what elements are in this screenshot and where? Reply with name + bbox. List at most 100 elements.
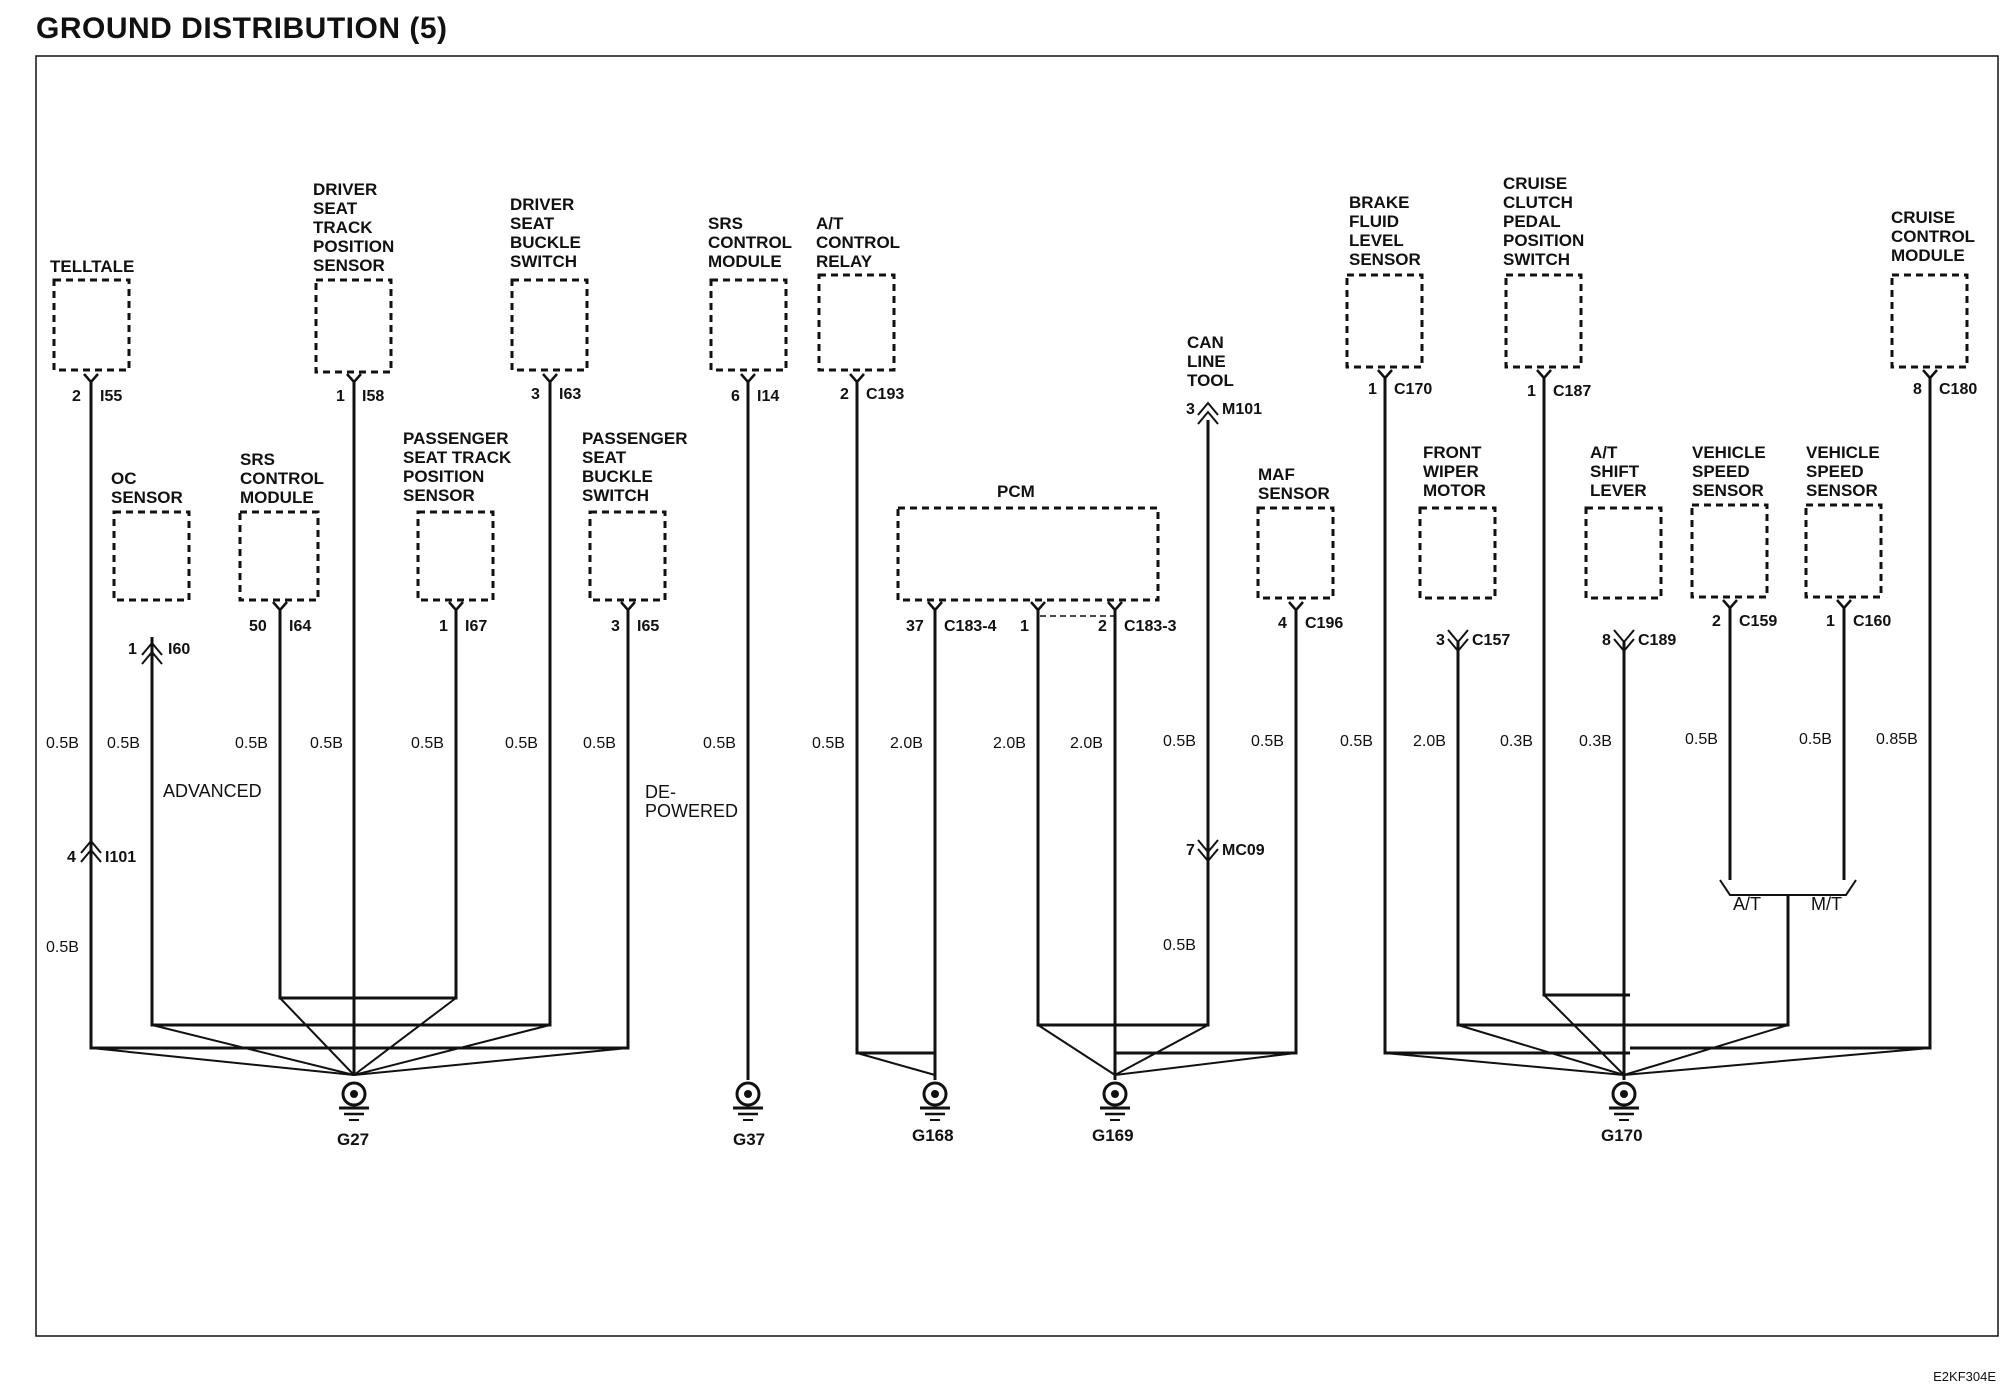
svg-text:C189: C189 [1638, 632, 1676, 649]
depowered-note: DE- POWERED [645, 782, 738, 821]
srs-module-2-label: SRS CONTROL MODULE [240, 450, 328, 507]
wiper-motor-label: FRONT WIPER MOTOR [1423, 443, 1486, 500]
svg-text:0.5B: 0.5B [411, 735, 444, 752]
component-labels: TELLTALE DRIVER SEAT TRACK POSITION SENS… [50, 174, 1979, 507]
svg-text:C193: C193 [866, 386, 904, 403]
svg-text:4: 4 [67, 849, 76, 866]
wire-at-relay [855, 380, 935, 1055]
svg-text:2: 2 [1712, 613, 1721, 630]
oc-sensor-label: OC SENSOR [111, 469, 183, 507]
at-shift-box [1584, 506, 1663, 600]
ground-icon [1607, 1081, 1641, 1122]
ground-icon [337, 1081, 371, 1122]
vss-at-label: VEHICLE SPEED SENSOR [1692, 443, 1770, 500]
svg-text:1: 1 [439, 618, 448, 635]
svg-text:0.5B: 0.5B [310, 735, 343, 752]
ground-label-g37: G37 [733, 1130, 765, 1149]
cruise-module-box [1890, 273, 1969, 369]
svg-text:0.3B: 0.3B [1579, 733, 1612, 750]
brake-fluid-label: BRAKE FLUID LEVEL SENSOR [1349, 193, 1421, 269]
page-title: GROUND DISTRIBUTION (5) [36, 12, 448, 45]
svg-text:0.5B: 0.5B [1799, 731, 1832, 748]
svg-text:I58: I58 [362, 388, 384, 405]
at-relay-label: A/T CONTROL RELAY [816, 214, 904, 271]
at-mt-selector [1719, 879, 1857, 896]
cruise-module-label: CRUISE CONTROL MODULE [1891, 208, 1979, 265]
svg-text:6: 6 [731, 388, 740, 405]
svg-text:0.5B: 0.5B [46, 735, 79, 752]
wire-maf-sensor [1115, 608, 1298, 1055]
svg-text:0.5B: 0.5B [46, 939, 79, 956]
svg-text:0.3B: 0.3B [1500, 733, 1533, 750]
wire-pass-seat-buckle [354, 610, 630, 1050]
svg-text:0.5B: 0.5B [1340, 733, 1373, 750]
svg-text:I63: I63 [559, 386, 581, 403]
driver-seat-track-box [314, 278, 393, 374]
wire-cruise-module [1630, 377, 1932, 1050]
svg-text:37: 37 [906, 618, 924, 635]
pass-seat-track-label: PASSENGER SEAT TRACK POSITION SENSOR [403, 429, 516, 505]
svg-text:0.5B: 0.5B [812, 735, 845, 752]
svg-text:0.5B: 0.5B [1685, 731, 1718, 748]
wiper-motor-box [1418, 506, 1497, 600]
at-shift-label: A/T SHIFT LEVER [1590, 443, 1647, 500]
svg-text:0.5B: 0.5B [235, 735, 268, 752]
svg-text:0.5B: 0.5B [703, 735, 736, 752]
can-tool-label: CAN LINE TOOL [1187, 333, 1234, 390]
svg-text:0.5B: 0.5B [583, 735, 616, 752]
svg-text:8: 8 [1913, 381, 1922, 398]
at-note: A/T [1733, 894, 1761, 914]
maf-sensor-box [1256, 506, 1335, 600]
diagram-code: E2KF304E [1933, 1369, 1996, 1384]
svg-text:C187: C187 [1553, 383, 1591, 400]
svg-text:3: 3 [531, 386, 540, 403]
svg-text:2.0B: 2.0B [890, 735, 923, 752]
svg-text:2.0B: 2.0B [1413, 733, 1446, 750]
svg-text:0.85B: 0.85B [1876, 731, 1918, 748]
svg-text:0.5B: 0.5B [505, 735, 538, 752]
ground-icon [1098, 1081, 1132, 1122]
connector-markers [80, 368, 1939, 863]
wire-vss-common [1630, 895, 1790, 1027]
svg-text:C157: C157 [1472, 632, 1510, 649]
svg-text:1: 1 [1826, 613, 1835, 630]
ground-icon [918, 1081, 952, 1122]
svg-text:3: 3 [1186, 401, 1195, 418]
srs-module-1-box [709, 278, 788, 372]
ground-label-g27: G27 [337, 1130, 369, 1149]
svg-text:2.0B: 2.0B [1070, 735, 1103, 752]
svg-text:0.5B: 0.5B [1163, 733, 1196, 750]
svg-text:0.5B: 0.5B [107, 735, 140, 752]
wire-srs-module-2 [278, 610, 354, 1000]
svg-text:C183-4: C183-4 [944, 618, 997, 635]
svg-text:C160: C160 [1853, 613, 1891, 630]
pin-labels: 2 I55 1 I58 3 I63 6 I14 2 C193 1 I60 50 … [67, 381, 1977, 866]
ground-label-g168: G168 [912, 1126, 954, 1145]
svg-text:C183-3: C183-3 [1124, 618, 1177, 635]
component-boxes [52, 273, 1969, 602]
ground-label-g169: G169 [1092, 1126, 1134, 1145]
svg-text:1: 1 [1368, 381, 1377, 398]
diagram-frame [35, 55, 1999, 1337]
svg-text:3: 3 [1436, 632, 1445, 649]
svg-text:I101: I101 [105, 849, 136, 866]
maf-sensor-label: MAF SENSOR [1258, 465, 1330, 503]
pcm-label: PCM [997, 482, 1035, 501]
vss-mt-box [1804, 503, 1883, 599]
wire-pass-seat-track [354, 610, 458, 1000]
svg-text:1: 1 [128, 641, 137, 658]
svg-text:C170: C170 [1394, 381, 1432, 398]
svg-text:1: 1 [1020, 618, 1029, 635]
svg-text:MC09: MC09 [1222, 842, 1265, 859]
svg-text:50: 50 [249, 618, 267, 635]
notes: ADVANCED DE- POWERED A/T M/T [163, 781, 1842, 914]
telltale-box [52, 278, 131, 372]
ground-icon [731, 1081, 765, 1122]
pass-seat-buckle-label: PASSENGER SEAT BUCKLE SWITCH [582, 429, 692, 505]
driver-seat-track-label: DRIVER SEAT TRACK POSITION SENSOR [313, 180, 399, 275]
ground-fan-lines [90, 615, 1931, 1076]
vss-mt-label: VEHICLE SPEED SENSOR [1806, 443, 1884, 500]
svg-text:C196: C196 [1305, 615, 1343, 632]
ground-label-g170: G170 [1601, 1126, 1643, 1145]
